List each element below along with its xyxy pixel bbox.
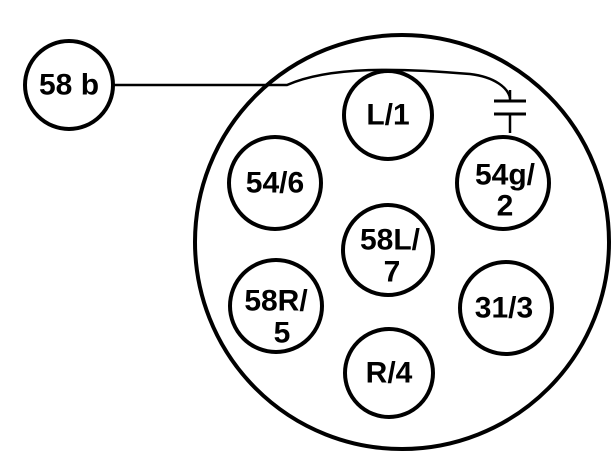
terminal-58b-label: 58 b (39, 69, 99, 102)
pin-546: 54/6 (227, 135, 323, 231)
capacitor-symbol (494, 90, 526, 133)
pin-58r5-label-line1: 58R/ (244, 285, 308, 318)
pin-313: 31/3 (458, 260, 554, 356)
pin-546-label: 54/6 (246, 167, 304, 200)
pin-r4: R/4 (343, 327, 435, 419)
pin-54g2: 54g/ 2 (455, 135, 551, 231)
pin-58r5: 58R/ 5 (228, 258, 324, 354)
pin-58l7: 58L/ 7 (341, 203, 435, 297)
pin-54g2-label-line2: 2 (497, 190, 514, 223)
pin-58l7-label-line1: 58L/ (360, 224, 421, 257)
terminal-58b: 58 b (23, 39, 115, 131)
socket-outline (193, 33, 611, 451)
pin-313-label: 31/3 (475, 292, 533, 325)
pin-58r5-label-line2: 5 (274, 317, 291, 350)
pin-58l7-label-line2: 7 (384, 256, 401, 289)
pin-r4-label: R/4 (366, 357, 413, 390)
pin-54g2-label-line1: 54g/ (475, 159, 536, 192)
wire-58b (113, 68, 512, 99)
pin-l1-label: L/1 (366, 99, 409, 132)
pin-l1: L/1 (342, 69, 434, 161)
